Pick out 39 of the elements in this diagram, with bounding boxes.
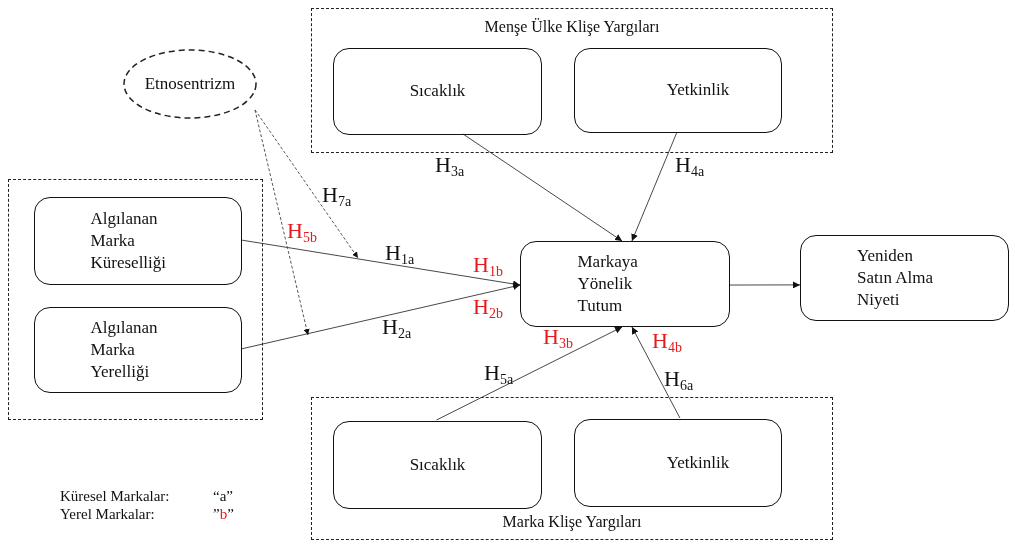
dashed-ellipse [123, 49, 257, 119]
node-label: Algılanan Marka Küreselliği [90, 207, 168, 275]
rounded-box [333, 421, 542, 509]
edge-label: H$_{6a}$ [664, 366, 694, 394]
node-label: Yetkinlik [665, 451, 730, 474]
rounded-box [520, 241, 730, 327]
group-heading: Marka Klişe Yargıları [502, 512, 642, 533]
rounded-box [574, 419, 782, 507]
rounded-box [333, 48, 542, 135]
rounded-box [574, 48, 782, 133]
key-text: “a” [213, 488, 233, 505]
edge-label: H$_{5a}$ [484, 360, 514, 388]
edge-label: H$_{3a}$ [435, 152, 465, 180]
node-label: Markaya Yönelik Tutum [577, 250, 639, 318]
node-label: Yeniden Satın Alma Niyeti [857, 244, 935, 312]
dashed-group-frame [8, 179, 263, 420]
dashed-group-frame [311, 397, 833, 540]
node-label: Etnosentrizm [144, 72, 236, 95]
dashed-group-frame [311, 8, 833, 153]
hypothesis-label: H$_{3b}$ [543, 324, 573, 352]
key-marker: ”b” [213, 506, 234, 523]
key-marker: Yerel Markalar: [60, 506, 155, 523]
rounded-box [34, 197, 242, 285]
hypothesis-label: H$_{2b}$ [473, 294, 503, 322]
rounded-box [800, 235, 1009, 321]
rounded-box [34, 307, 242, 393]
node-label: Yetkinlik [665, 79, 730, 102]
group-heading: Menşe Ülke Klişe Yargıları [484, 17, 660, 38]
node-label: Sıcaklık [409, 80, 466, 103]
edge-label: H$_{2a}$ [382, 314, 412, 342]
hypothesis-label: H$_{4b}$ [652, 328, 682, 356]
key-marker: Küresel Markalar: [60, 488, 170, 505]
hypothesis-label: H$_{5b}$ [287, 218, 317, 246]
edge-label: H$_{4a}$ [675, 152, 705, 180]
node-label: Sıcaklık [409, 453, 466, 476]
edge-label: H$_{7a}$ [322, 182, 352, 210]
edge-label: H$_{1a}$ [385, 240, 415, 268]
node-label: Algılanan Marka Yerelliği [90, 316, 159, 384]
hypothesis-label: H$_{1b}$ [473, 252, 503, 280]
